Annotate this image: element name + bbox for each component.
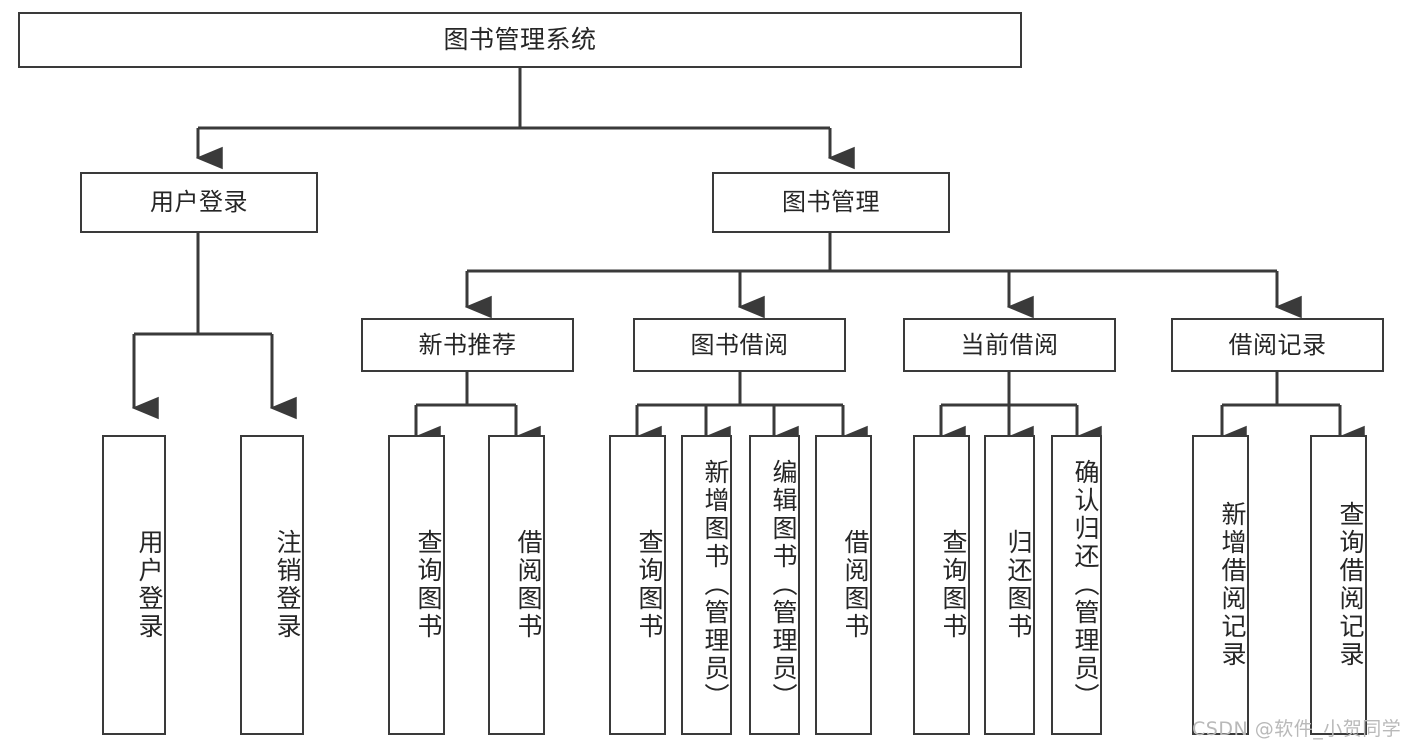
node-current-borrow[interactable]: 当前借阅 — [903, 318, 1116, 372]
leaf-add-borrow-record[interactable]: 新增借阅记录 — [1192, 435, 1249, 735]
node-label: 当前借阅 — [960, 330, 1059, 359]
node-label: 借阅图书 — [841, 529, 870, 641]
node-label: 查询图书 — [635, 529, 664, 641]
node-label: 确认归还（管理员） — [1071, 459, 1100, 711]
leaf-query-book-current[interactable]: 查询图书 — [913, 435, 970, 735]
node-label: 新增图书（管理员） — [701, 459, 730, 711]
leaf-confirm-return-admin[interactable]: 确认归还（管理员） — [1051, 435, 1102, 735]
node-label: 注销登录 — [273, 529, 302, 641]
leaf-borrow-book-recommend[interactable]: 借阅图书 — [488, 435, 545, 735]
leaf-query-book-recommend[interactable]: 查询图书 — [388, 435, 445, 735]
node-label: 借阅图书 — [514, 529, 543, 641]
node-borrow-record[interactable]: 借阅记录 — [1171, 318, 1384, 372]
node-label: 用户登录 — [135, 529, 164, 641]
leaf-return-book[interactable]: 归还图书 — [984, 435, 1035, 735]
leaf-add-book-admin[interactable]: 新增图书（管理员） — [681, 435, 732, 735]
node-label: 查询借阅记录 — [1336, 501, 1365, 669]
node-label: 图书管理系统 — [443, 25, 597, 55]
leaf-logout-login[interactable]: 注销登录 — [240, 435, 304, 735]
leaf-query-borrow-record[interactable]: 查询借阅记录 — [1310, 435, 1367, 735]
leaf-query-book-borrow[interactable]: 查询图书 — [609, 435, 666, 735]
node-book-manage[interactable]: 图书管理 — [712, 172, 950, 233]
node-label: 用户登录 — [150, 188, 248, 217]
node-root-book-management-system[interactable]: 图书管理系统 — [18, 12, 1022, 68]
node-label: 查询图书 — [939, 529, 968, 641]
node-label: 新书推荐 — [418, 330, 517, 359]
node-label: 查询图书 — [414, 529, 443, 641]
node-label: 图书借阅 — [690, 330, 789, 359]
leaf-edit-book-admin[interactable]: 编辑图书（管理员） — [749, 435, 800, 735]
leaf-user-login[interactable]: 用户登录 — [102, 435, 166, 735]
csdn-watermark: CSDN @软件_小贺同学 — [1192, 718, 1402, 740]
node-label: 编辑图书（管理员） — [769, 459, 798, 711]
node-label: 新增借阅记录 — [1218, 501, 1247, 669]
node-label: 借阅记录 — [1228, 330, 1327, 359]
node-book-borrow[interactable]: 图书借阅 — [633, 318, 846, 372]
node-user-login[interactable]: 用户登录 — [80, 172, 318, 233]
node-label: 归还图书 — [1004, 529, 1033, 641]
node-new-book-recommend[interactable]: 新书推荐 — [361, 318, 574, 372]
node-label: 图书管理 — [782, 188, 880, 217]
leaf-borrow-book[interactable]: 借阅图书 — [815, 435, 872, 735]
